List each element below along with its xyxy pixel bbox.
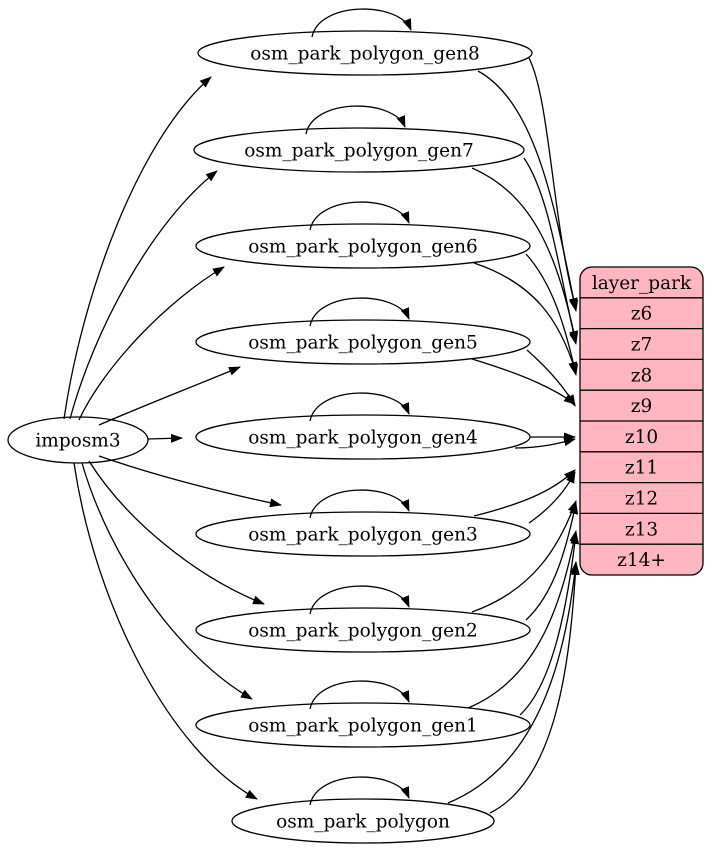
layer-row-z14+: z14+ <box>617 550 666 571</box>
node-shape-osm_park_polygon_gen5 <box>195 319 531 365</box>
node-label-osm_park_polygon_gen1: osm_park_polygon_gen1 <box>248 716 478 737</box>
node-osm_park_polygon_gen5: osm_park_polygon_gen5 <box>195 319 531 365</box>
self-loop-osm_park_polygon_gen7 <box>305 105 406 135</box>
edge-osm_park_polygon_gen3-to-z11-a <box>473 469 576 517</box>
edge-osm_park_polygon-to-z14+-b <box>489 563 580 814</box>
edge-osm_park_polygon_gen7-to-z7-b <box>523 157 578 345</box>
node-shape-osm_park_polygon_gen8 <box>197 30 533 76</box>
edge-osm_park_polygon_gen3-to-z11-b <box>528 471 576 524</box>
layer-row-z9: z9 <box>631 396 653 417</box>
node-label-osm_park_polygon_gen7: osm_park_polygon_gen7 <box>244 141 474 162</box>
layer-row-z11: z11 <box>625 458 658 479</box>
node-osm_park_polygon_gen7: osm_park_polygon_gen7 <box>193 127 525 173</box>
edge-imposm3-to-osm_park_polygon_gen7 <box>69 170 218 420</box>
node-label-osm_park_polygon_gen4: osm_park_polygon_gen4 <box>248 428 478 449</box>
self-loop-osm_park_polygon_gen3 <box>309 489 410 519</box>
edge-imposm3-to-osm_park_polygon_gen1 <box>81 462 253 700</box>
edge-osm_park_polygon_gen6-to-z8-a <box>473 262 578 374</box>
node-imposm3: imposm3 <box>7 416 149 464</box>
node-osm_park_polygon_gen3: osm_park_polygon_gen3 <box>195 511 531 557</box>
layer-row-z13: z13 <box>625 519 658 540</box>
node-shape-osm_park_polygon_gen6 <box>195 223 531 269</box>
node-shape-osm_park_polygon <box>231 798 495 844</box>
node-label-osm_park_polygon_gen5: osm_park_polygon_gen5 <box>248 333 478 354</box>
node-osm_park_polygon_gen2: osm_park_polygon_gen2 <box>195 607 531 653</box>
node-osm_park_polygon_gen8: osm_park_polygon_gen8 <box>197 30 533 76</box>
node-shape-osm_park_polygon_gen7 <box>193 127 525 173</box>
node-osm_park_polygon_gen6: osm_park_polygon_gen6 <box>195 223 531 269</box>
node-shape-osm_park_polygon_gen1 <box>195 702 531 748</box>
self-loop-osm_park_polygon_gen2 <box>309 585 410 615</box>
layer-row-z7: z7 <box>631 335 653 356</box>
node-label-imposm3: imposm3 <box>35 431 120 452</box>
layer-row-z8: z8 <box>631 365 653 386</box>
edge-imposm3-to-osm_park_polygon_gen2 <box>88 460 265 605</box>
layer-row-z12: z12 <box>625 489 658 510</box>
layer-table-title: layer_park <box>592 273 692 294</box>
node-label-osm_park_polygon_gen6: osm_park_polygon_gen6 <box>248 237 478 258</box>
self-loop-osm_park_polygon <box>309 776 410 806</box>
edge-imposm3-to-osm_park_polygon_gen3 <box>98 455 282 508</box>
edge-imposm3-to-osm_park_polygon_gen8 <box>63 76 212 420</box>
edge-osm_park_polygon_gen8-to-z6-b <box>528 57 578 310</box>
node-label-osm_park_polygon_gen3: osm_park_polygon_gen3 <box>248 525 478 546</box>
edge-osm_park_polygon_gen4-to-z10-b <box>514 437 576 449</box>
node-shape-osm_park_polygon_gen2 <box>195 607 531 653</box>
edge-osm_park_polygon_gen5-to-z9-b <box>526 349 576 407</box>
self-loop-osm_park_polygon_gen5 <box>309 297 410 327</box>
node-shape-imposm3 <box>7 416 149 464</box>
self-loop-osm_park_polygon_gen4 <box>309 392 410 422</box>
layer-row-z6: z6 <box>631 304 653 325</box>
edge-imposm3-to-osm_park_polygon <box>73 462 258 800</box>
node-osm_park_polygon_gen4: osm_park_polygon_gen4 <box>195 414 531 460</box>
edge-osm_park_polygon_gen1-to-z13-a <box>467 530 579 709</box>
node-label-osm_park_polygon: osm_park_polygon <box>276 812 450 833</box>
edge-imposm3-to-osm_park_polygon_gen5 <box>98 366 241 426</box>
edge-osm_park_polygon_gen2-to-z12-b <box>525 502 579 621</box>
node-label-osm_park_polygon_gen8: osm_park_polygon_gen8 <box>250 44 480 65</box>
layer-row-z10: z10 <box>625 427 658 448</box>
node-label-osm_park_polygon_gen2: osm_park_polygon_gen2 <box>248 621 478 642</box>
edge-imposm3-to-osm_park_polygon_gen4 <box>147 433 183 443</box>
edge-osm_park_polygon-to-z14+-a <box>447 561 580 804</box>
edge-osm_park_polygon_gen2-to-z12-a <box>471 500 577 613</box>
node-osm_park_polygon: osm_park_polygon <box>231 798 495 844</box>
node-shape-osm_park_polygon_gen3 <box>195 511 531 557</box>
edge-osm_park_polygon_gen5-to-z9-a <box>471 358 576 405</box>
self-loop-osm_park_polygon_gen8 <box>311 8 412 38</box>
edge-osm_park_polygon_gen6-to-z8-b <box>525 253 579 376</box>
edge-imposm3-to-osm_park_polygon_gen6 <box>78 266 225 421</box>
self-loop-osm_park_polygon_gen1 <box>309 680 410 710</box>
node-osm_park_polygon_gen1: osm_park_polygon_gen1 <box>195 702 531 748</box>
self-loop-osm_park_polygon_gen6 <box>309 201 410 231</box>
